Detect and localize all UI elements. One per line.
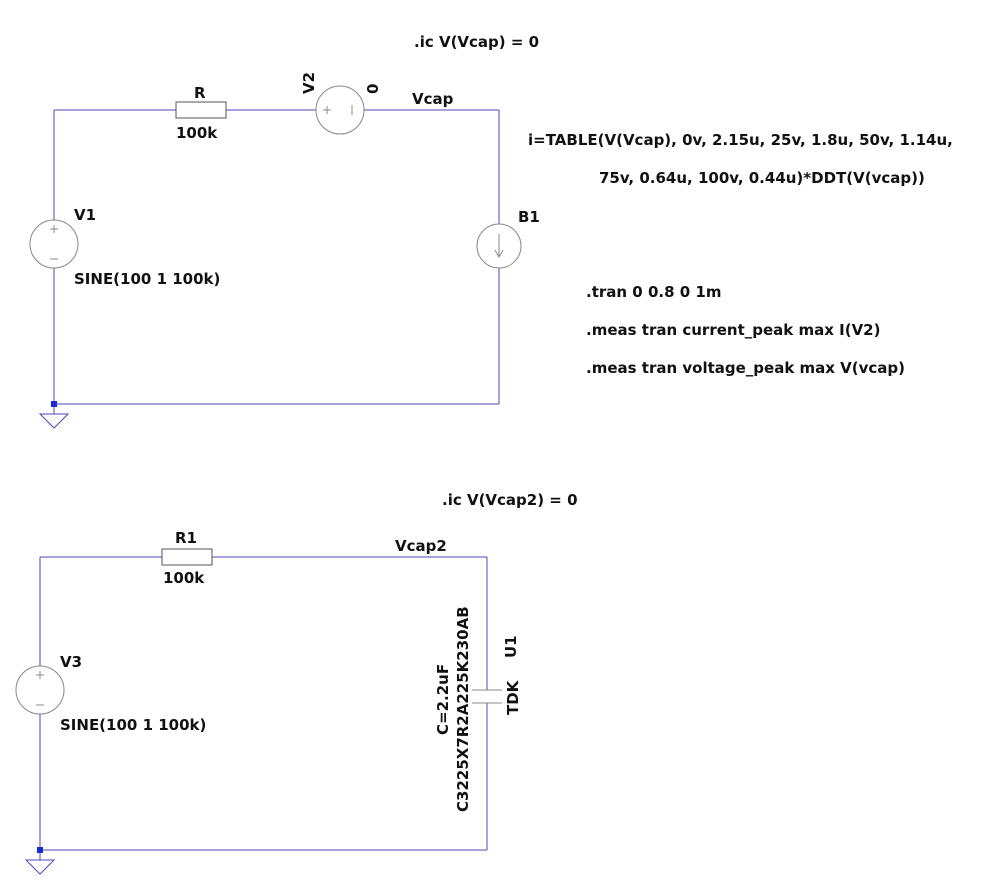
ground-node-2 — [37, 847, 43, 853]
b1-expression-line2: 75v, 0.64u, 100v, 0.44u)*DDT(V(vcap)) — [599, 169, 925, 187]
v3-name: V3 — [60, 653, 82, 671]
u1-manufacturer: TDK — [504, 679, 522, 715]
node-label-vcap2: Vcap2 — [395, 537, 447, 555]
resistor-r-value: 100k — [176, 124, 218, 142]
meas-voltage-directive: .meas tran voltage_peak max V(vcap) — [586, 359, 905, 377]
u1-capacitance: C=2.2uF — [434, 664, 452, 735]
circuit-2: .ic V(Vcap2) = 0 R1 100k Vcap2 V3 SINE(1… — [15, 491, 578, 875]
u1-part-number: C3225X7R2A225K230AB — [454, 606, 472, 812]
tran-directive: .tran 0 0.8 0 1m — [586, 283, 721, 301]
v2-name: V2 — [300, 72, 318, 94]
u1-name: U1 — [502, 635, 520, 658]
v1-value: SINE(100 1 100k) — [74, 270, 220, 288]
v1-name: V1 — [74, 206, 96, 224]
b1-expression-line1: i=TABLE(V(Vcap), 0v, 2.15u, 25v, 1.8u, 5… — [528, 131, 953, 149]
ic-directive-1: .ic V(Vcap) = 0 — [414, 33, 539, 51]
ground-symbol-1 — [38, 404, 70, 429]
resistor-r1[interactable] — [161, 548, 213, 566]
resistor-r-name: R — [194, 84, 206, 102]
v2-value: 0 — [364, 84, 382, 94]
v3-value: SINE(100 1 100k) — [60, 716, 206, 734]
ic-directive-2: .ic V(Vcap2) = 0 — [442, 491, 578, 509]
current-source-b1[interactable] — [476, 223, 522, 269]
voltage-source-v3[interactable] — [15, 665, 65, 715]
voltage-source-v2[interactable] — [315, 85, 365, 135]
node-label-vcap: Vcap — [412, 90, 454, 108]
resistor-r1-name: R1 — [175, 529, 197, 547]
voltage-source-v1[interactable] — [29, 219, 79, 269]
circuit-1: .ic V(Vcap) = 0 R 100k V2 0 Vcap V1 SINE… — [29, 33, 953, 429]
resistor-r1-value: 100k — [163, 569, 205, 587]
b1-name: B1 — [518, 208, 540, 226]
capacitor-u1[interactable] — [472, 689, 502, 704]
ground-node-1 — [51, 401, 57, 407]
meas-current-directive: .meas tran current_peak max I(V2) — [586, 321, 880, 339]
ground-symbol-2 — [24, 850, 56, 875]
resistor-r[interactable] — [175, 101, 227, 119]
